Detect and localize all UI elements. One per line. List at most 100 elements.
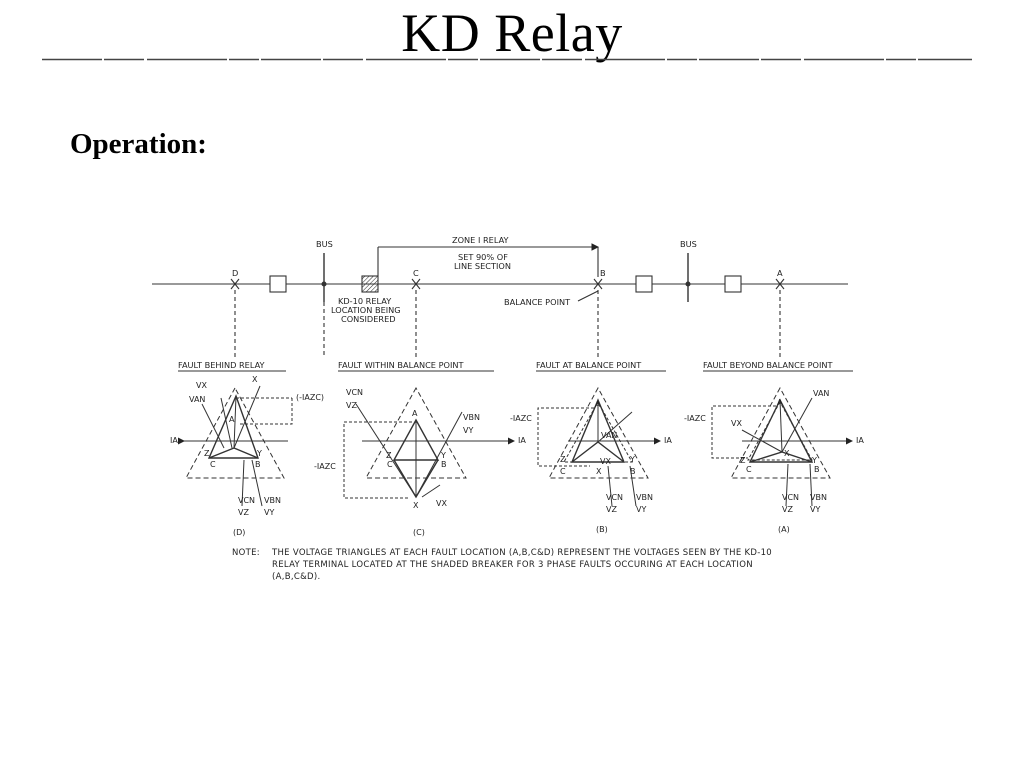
label-a-a: A <box>777 398 783 407</box>
phasor-panel-b <box>537 386 661 507</box>
label-c-d: C <box>210 460 216 469</box>
label-vz-a: VZ <box>782 505 793 514</box>
fault-mark-a <box>775 278 785 290</box>
zone-1-label: ZONE I RELAY <box>452 235 510 245</box>
label-b-c: B <box>441 460 447 469</box>
panel-title-a: FAULT BEYOND BALANCE POINT <box>703 360 834 370</box>
caption-c: (C) <box>413 528 425 537</box>
label-vy-b: VY <box>636 505 646 514</box>
balance-point-label: BALANCE POINT <box>504 297 571 307</box>
label-vz-d: VZ <box>238 508 249 517</box>
title-underline <box>42 58 972 61</box>
panel-titles: FAULT BEHIND RELAY FAULT WITHIN BALANCE … <box>178 360 853 372</box>
label-z-a: Z <box>740 456 746 465</box>
slide-title: KD Relay <box>401 3 623 63</box>
label-a-c: A <box>412 409 418 418</box>
label-y-c: Y <box>440 451 446 460</box>
one-line-diagram <box>152 243 848 358</box>
label-vy-a: VY <box>810 505 820 514</box>
label-z-d: Z <box>204 449 210 458</box>
label-vy-d: VY <box>264 508 274 517</box>
label-vz-b: VZ <box>606 505 617 514</box>
panel-title-d: FAULT BEHIND RELAY <box>178 360 266 370</box>
note-text: THE VOLTAGE TRIANGLES AT EACH FAULT LOCA… <box>272 548 773 582</box>
fault-point-c: C <box>413 268 419 278</box>
label-vbn-c: VBN <box>463 413 480 422</box>
breaker-left <box>269 275 287 293</box>
fault-mark-d <box>230 278 240 290</box>
zone-setting-line-2: LINE SECTION <box>454 261 511 271</box>
phasor-panel-d <box>178 385 293 507</box>
label-vbn-d: VBN <box>264 496 281 505</box>
caption-a: (A) <box>778 525 790 534</box>
panel-title-c: FAULT WITHIN BALANCE POINT <box>338 360 465 370</box>
label-b-a: B <box>814 465 820 474</box>
label-c-a: C <box>746 465 752 474</box>
panel-title-b: FAULT AT BALANCE POINT <box>536 360 642 370</box>
relay-location-line-3: CONSIDERED <box>341 314 396 324</box>
label-x-d: X <box>252 375 258 384</box>
phasor-labels-d: VX X VAN (-IAZC) A IA Z C Y B VCN VZ VBN… <box>170 375 324 537</box>
balance-point-leader <box>577 290 599 302</box>
label-iazc-b: -IAZC <box>510 414 532 423</box>
relay-location-line-2: LOCATION BEING <box>331 305 401 315</box>
label-a-b: A <box>595 400 601 409</box>
fault-point-b: B <box>600 268 606 278</box>
phasor-panel-a <box>711 386 853 507</box>
label-c-c: C <box>387 460 393 469</box>
label-y-b: Y <box>629 455 635 464</box>
label-vbn-a: VBN <box>810 493 827 502</box>
caption-d: (D) <box>233 528 245 537</box>
label-z-c: Z <box>386 451 392 460</box>
label-ia-b: IA <box>664 436 672 445</box>
bus-label-left: BUS <box>316 239 333 249</box>
label-vbn-b: VBN <box>636 493 653 502</box>
fault-point-a: A <box>777 268 783 278</box>
label-vcn-d: VCN <box>238 496 255 505</box>
relay-breaker-shaded <box>361 275 379 293</box>
section-heading: Operation: <box>70 128 207 160</box>
label-b-b: B <box>630 467 636 476</box>
label-van-a: VAN <box>813 389 829 398</box>
breaker-right <box>724 275 742 293</box>
label-x-a: X <box>784 449 790 458</box>
label-van-d: VAN <box>189 395 205 404</box>
label-x-c: X <box>413 501 419 510</box>
label-vcn-a: VCN <box>782 493 799 502</box>
label-iazc-paren-d: (-IAZC) <box>296 393 324 402</box>
label-vx-d: VX <box>196 381 207 390</box>
label-x-b: X <box>596 467 602 476</box>
note-label: NOTE: <box>232 548 260 558</box>
zone-setting-line-1: SET 90% OF <box>458 252 508 262</box>
phasor-labels-a: VAN A -IAZC VX IA X Z C Y B VCN VZ VBN V… <box>684 389 864 534</box>
label-van-b: VAN <box>601 431 617 440</box>
fault-point-d: D <box>232 268 238 278</box>
label-vz-c: VZ <box>346 401 357 410</box>
label-vcn-c: VCN <box>346 388 363 397</box>
label-vx-b: VX <box>600 457 611 466</box>
label-b-d: B <box>255 460 261 469</box>
phasor-labels-c: VCN VZ A VBN VY IA -IAZC Z C Y B X VX (C… <box>314 388 526 537</box>
label-iazc-a: -IAZC <box>684 414 706 423</box>
label-vx-c: VX <box>436 499 447 508</box>
label-a-d: A <box>229 415 235 424</box>
label-y-a: Y <box>811 456 817 465</box>
caption-b: (B) <box>596 525 608 534</box>
label-z-b: Z <box>560 455 566 464</box>
label-y-d: Y <box>256 449 262 458</box>
fault-mark-c <box>411 278 421 290</box>
label-iazc-c: -IAZC <box>314 462 336 471</box>
relay-location-line-1: KD-10 RELAY <box>338 296 392 306</box>
fault-mark-b <box>593 278 603 290</box>
label-ia-c: IA <box>518 436 526 445</box>
label-c-b: C <box>560 467 566 476</box>
one-line-labels: BUS BUS ZONE I RELAY SET 90% OF LINE SEC… <box>232 235 783 324</box>
breaker-mid <box>635 275 653 293</box>
label-vcn-b: VCN <box>606 493 623 502</box>
label-ia-a: IA <box>856 436 864 445</box>
label-vx-a: VX <box>731 419 742 428</box>
label-vy-c: VY <box>463 426 473 435</box>
phasor-labels-b: A -IAZC VAN IA VX Z C X Y B VCN VZ VBN V… <box>510 400 672 534</box>
